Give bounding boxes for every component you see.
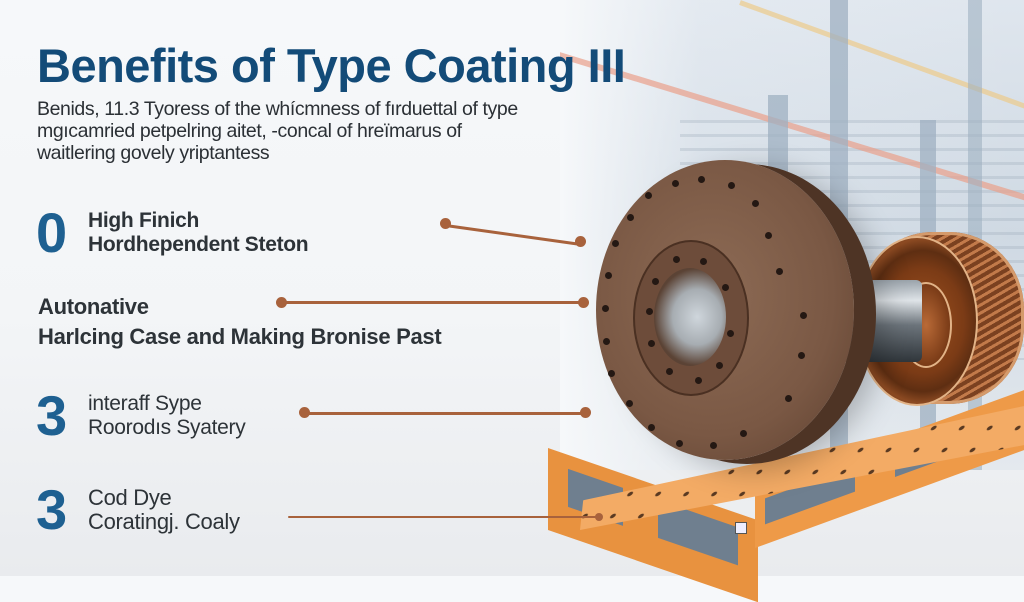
callout-dot (595, 513, 603, 521)
callout-dot (575, 236, 586, 247)
benefit-text: interaff Sype Roorodıs Syatery (88, 392, 246, 440)
benefit-line: Harlcing Case and Making Bronise Past (38, 324, 442, 349)
callout-dot (299, 407, 310, 418)
benefit-line: interaff Sype (88, 392, 202, 415)
bolt-hole (727, 330, 734, 337)
bolt-hole (700, 258, 707, 265)
bolt-hole (776, 268, 783, 275)
bolt-hole (752, 200, 759, 207)
bolt-hole (672, 180, 679, 187)
bolt-hole (608, 370, 615, 377)
bolt-hole (710, 442, 717, 449)
flange-bore (654, 268, 726, 366)
subtitle-line: mgıcamried petpelring aitet, -concal of … (37, 120, 462, 142)
page-title: Benefits of Type Coating III (37, 39, 626, 92)
subtitle-line: Benids, 11.3 Tyoress of the whícmness of… (37, 98, 518, 120)
bolt-hole (666, 368, 673, 375)
bolt-hole (612, 240, 619, 247)
bolt-hole (800, 312, 807, 319)
bolt-hole (603, 338, 610, 345)
benefit-line: Autonative (38, 294, 149, 319)
callout-connector (304, 412, 586, 415)
benefit-item: Autonative Harlcing Case and Making Bron… (38, 292, 442, 352)
callout-dot (578, 297, 589, 308)
benefit-line: Cod Dye (88, 485, 172, 510)
page-subtitle: Benids, 11.3 Tyoress of the whícmness of… (37, 98, 637, 164)
benefit-line: Hordhependent Steton (88, 233, 309, 256)
callout-connector (282, 301, 584, 304)
benefit-number: 3 (36, 384, 68, 447)
benefit-number: 0 (36, 201, 68, 264)
benefit-line: Roorodıs Syatery (88, 416, 246, 439)
bolt-hole (652, 278, 659, 285)
bolt-hole (646, 308, 653, 315)
bolt-hole (798, 352, 805, 359)
bolt-hole (626, 400, 633, 407)
bolt-hole (602, 305, 609, 312)
benefit-text: Autonative Harlcing Case and Making Bron… (38, 292, 442, 352)
benefit-item: 0 High Finich Hordhependent Steton (36, 201, 309, 264)
bolt-hole (676, 440, 683, 447)
bolt-hole (695, 377, 702, 384)
subtitle-line: waitlering govely yriptantess (37, 142, 270, 164)
steel-shaft (842, 280, 922, 362)
callout-dot (580, 407, 591, 418)
bolt-hole (645, 192, 652, 199)
bolt-hole (722, 284, 729, 291)
benefit-item: 3 Cod Dye Coratingj. Coaly (36, 482, 240, 538)
bolt-hole (765, 232, 772, 239)
benefit-line: Coratingj. Coaly (88, 509, 240, 534)
bolt-hole (648, 340, 655, 347)
bolt-hole (716, 362, 723, 369)
callout-dot (440, 218, 451, 229)
bolt-hole (785, 395, 792, 402)
bolt-hole (605, 272, 612, 279)
benefit-item: 3 interaff Sype Roorodıs Syatery (36, 384, 246, 447)
benefit-line: High Finich (88, 209, 200, 232)
bolt-hole (627, 214, 634, 221)
benefit-text: Cod Dye Coratingj. Coaly (88, 486, 240, 534)
bolt-hole (740, 430, 747, 437)
callout-connector (288, 516, 600, 518)
pallet-label (735, 522, 747, 534)
bolt-hole (648, 424, 655, 431)
bolt-hole (728, 182, 735, 189)
benefit-number: 3 (36, 478, 68, 541)
callout-dot (276, 297, 287, 308)
benefit-text: High Finich Hordhependent Steton (88, 209, 309, 257)
bolt-hole (673, 256, 680, 263)
bolt-hole (698, 176, 705, 183)
